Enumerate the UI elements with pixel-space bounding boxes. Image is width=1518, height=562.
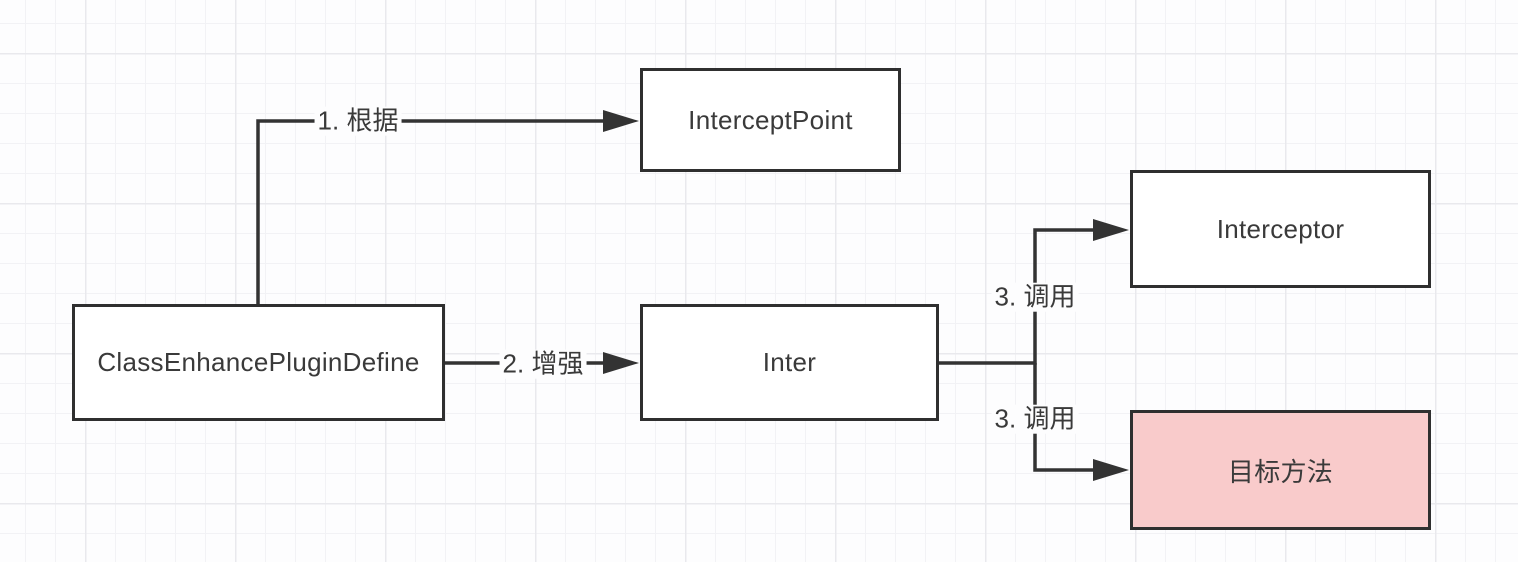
node-class-enhance-plugin-define-label: ClassEnhancePluginDefine	[97, 347, 420, 377]
edge-step1-arrow	[256, 110, 639, 306]
node-interceptor: Interceptor	[1130, 170, 1431, 288]
node-interceptor-label: Interceptor	[1216, 213, 1345, 244]
node-target-method: 目标方法	[1130, 410, 1431, 530]
node-inter-label: Inter	[762, 347, 817, 377]
edge-label-step1: 1. 根据	[314, 107, 402, 136]
node-intercept-point-label: InterceptPoint	[688, 104, 853, 135]
edge-step3-bottom-arrow	[1033, 363, 1129, 481]
edge-label-step2: 2. 增强	[499, 350, 587, 379]
node-target-method-label: 目标方法	[1227, 456, 1334, 487]
node-inter: Inter	[640, 304, 939, 421]
edge-label-step3-bottom: 3. 调用	[991, 405, 1079, 434]
edge-label-step3-top: 3. 调用	[991, 283, 1079, 312]
node-class-enhance-plugin-define: ClassEnhancePluginDefine	[72, 304, 445, 421]
node-intercept-point: InterceptPoint	[640, 68, 901, 172]
